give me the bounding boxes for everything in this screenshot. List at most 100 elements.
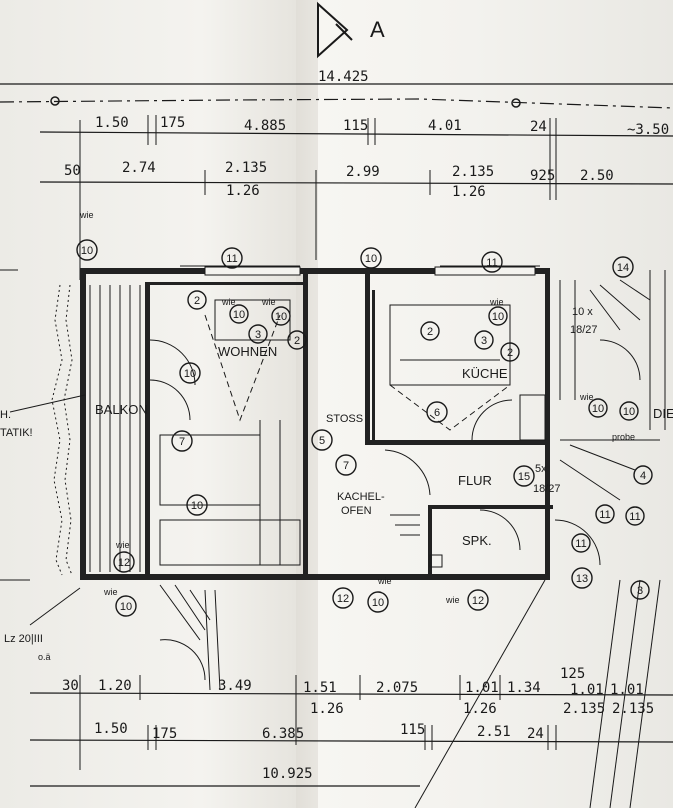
- spk-door-arc: [479, 509, 521, 551]
- callout-number: 11: [486, 257, 497, 269]
- callout-marker: 10: [271, 306, 291, 326]
- windows: [180, 265, 540, 276]
- staircase-lower: [159, 584, 221, 691]
- callout-number: 10: [492, 311, 504, 323]
- dim-bottom-sub-1: 1.26: [310, 701, 344, 717]
- callout-number: 2: [507, 347, 513, 359]
- dim-top-7: ~3.50: [627, 122, 669, 138]
- dim-top-row2-5: 2.135: [452, 164, 494, 180]
- dim-bottom-6: 1.01: [465, 680, 499, 696]
- callout-number: 13: [576, 573, 588, 585]
- callout-number: 11: [599, 509, 610, 521]
- dim-top-row2-4: 2.99: [346, 164, 380, 180]
- dim-bottom-1: 30: [62, 678, 79, 694]
- dim-top-6: 24: [530, 119, 547, 135]
- furniture-kueche: [389, 304, 546, 441]
- dim-top-4: 115: [343, 118, 368, 134]
- callout-marker: 10: [619, 401, 639, 421]
- callout-marker: 14: [612, 256, 634, 278]
- callout-marker: 10: [186, 494, 208, 516]
- callout-number: 6: [434, 407, 440, 419]
- callout-marker: 2: [420, 321, 440, 341]
- callout-number: 7: [179, 436, 185, 448]
- callout-marker: 11: [625, 506, 645, 526]
- note-lz-2: o.ä: [38, 652, 51, 662]
- wie-note: wie: [261, 297, 276, 307]
- dim-bottom-7: 1.34: [507, 680, 541, 696]
- callout-marker: 12: [467, 589, 489, 611]
- dim-bottom-row2-1: 1.50: [94, 721, 128, 737]
- callout-number: 2: [294, 335, 300, 347]
- dim-top-sub-1: 1.26: [226, 183, 260, 199]
- callout-marker: 10: [588, 398, 608, 418]
- callout-marker: 7: [335, 454, 357, 476]
- dim-bottom-overall: 10.925: [262, 766, 313, 782]
- callout-marker: 5: [311, 429, 333, 451]
- wie-note: wie: [221, 297, 236, 307]
- dim-bottom-3: 3.49: [218, 678, 252, 694]
- callout-number: 10: [365, 253, 377, 265]
- callout-marker: 10: [115, 595, 137, 617]
- dim-bottom-row2-4: 115: [400, 722, 425, 738]
- callout-number: 2: [427, 326, 433, 338]
- note-lz-1: Lz 20|III: [4, 633, 43, 645]
- dim-bottom-sub-2: 1.26: [463, 701, 497, 717]
- walls: [80, 268, 553, 580]
- wie-note: wie: [115, 540, 130, 550]
- callout-marker: 12: [113, 551, 135, 573]
- dim-bottom-row2-6: 24: [527, 726, 544, 742]
- callout-marker: 12: [332, 587, 354, 609]
- callout-number: 10: [372, 597, 384, 609]
- kachelofen: [390, 514, 443, 568]
- dim-bottom-10: 1.01: [610, 682, 644, 698]
- callout-marker: 10: [179, 362, 201, 384]
- callout-number: 10: [191, 500, 203, 512]
- callout-marker: 11: [595, 504, 615, 524]
- dim-top-row2-2: 2.74: [122, 160, 156, 176]
- label-kachelofen-2: OFEN: [341, 505, 372, 517]
- leader-line-left: [9, 394, 86, 413]
- dim-bottom-row2-2: 175: [152, 726, 177, 742]
- dim-bottom-sub-4: 2.135: [612, 701, 654, 717]
- side-door-arc: [554, 519, 601, 566]
- callout-marker: 10: [229, 304, 249, 324]
- callout-number: 11: [226, 253, 237, 265]
- callout-number: 10: [623, 406, 635, 418]
- callout-marker: 11: [481, 251, 503, 273]
- callout-number: 12: [472, 595, 484, 607]
- callout-marker: 10: [488, 306, 508, 326]
- note-left-2: TATIK!: [0, 427, 33, 439]
- callout-number: 4: [640, 470, 646, 482]
- callout-number: 14: [617, 262, 629, 274]
- wie-note: wie: [489, 297, 504, 307]
- callout-marker: 3: [474, 330, 494, 350]
- callout-number: 10: [592, 403, 604, 415]
- stair-lower-2: 18/27: [533, 483, 561, 495]
- dim-top-5: 4.01: [428, 118, 462, 134]
- callout-number: 15: [518, 471, 530, 483]
- dim-top-sub-2: 1.26: [452, 184, 486, 200]
- callout-number: 10: [120, 601, 132, 613]
- callout-number: 11: [575, 538, 586, 550]
- top-dimension-lines: [0, 83, 673, 280]
- callout-marker: 7: [171, 430, 193, 452]
- leader-line-lz: [29, 587, 81, 626]
- stair-lower-1: 5x: [535, 463, 547, 475]
- room-label-balkon: BALKON: [95, 402, 148, 417]
- callout-marker: 13: [571, 567, 593, 589]
- callout-marker: 4: [633, 465, 653, 485]
- callout-number: 3: [637, 585, 643, 597]
- stair-upper-1: 10 x: [572, 306, 593, 318]
- callout-markers: 10 11 10 11 14 2 10 10 3 2 2 10 3 2 10 6…: [76, 239, 653, 617]
- staircase-upper: [559, 270, 666, 501]
- wie-note: wie: [579, 392, 594, 402]
- north-arrow-icon: [317, 1, 353, 59]
- room-label-spk: SPK.: [462, 533, 492, 548]
- wie-note: wie: [445, 595, 460, 605]
- callout-number: 2: [194, 295, 200, 307]
- callout-number: 5: [319, 435, 325, 447]
- room-label-flur: FLUR: [458, 473, 492, 488]
- dim-top-row2-3: 2.135: [225, 160, 267, 176]
